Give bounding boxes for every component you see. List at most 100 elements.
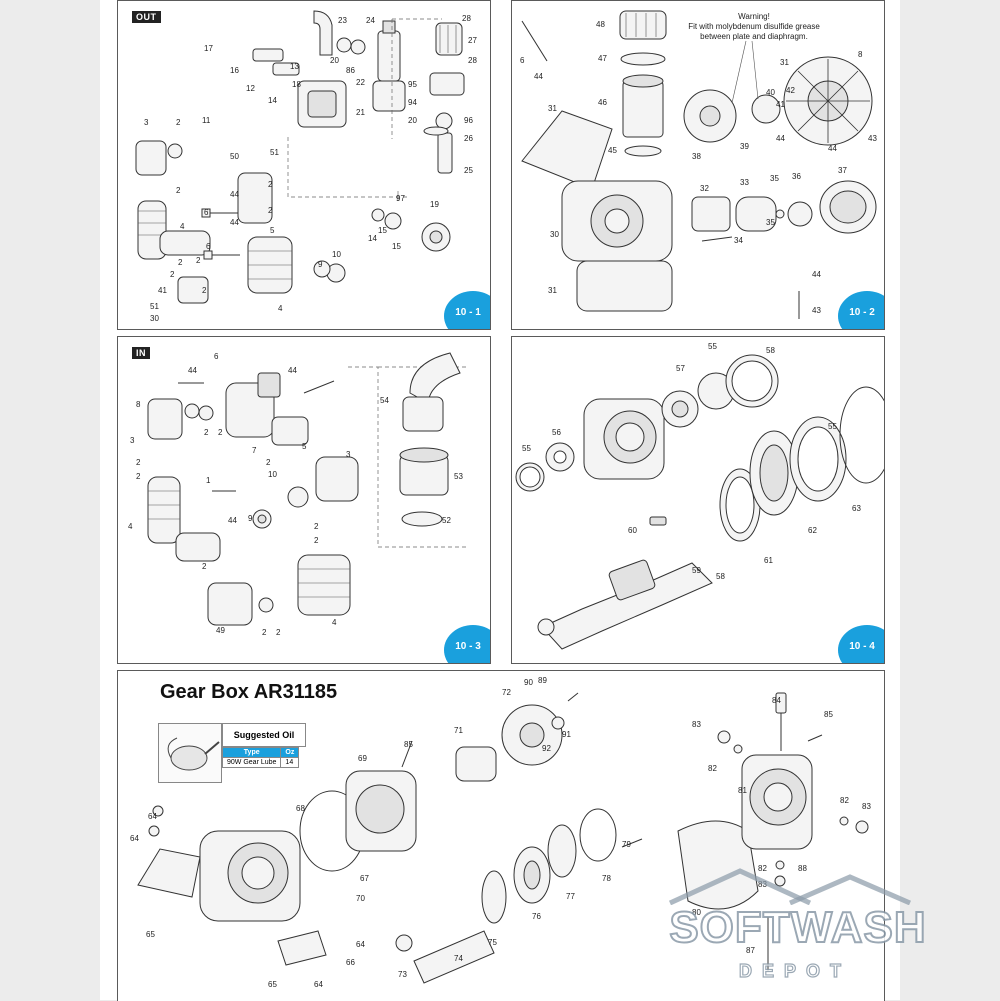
part-label: 96	[464, 116, 473, 125]
part-label: 75	[488, 938, 497, 947]
part-label: 43	[868, 134, 877, 143]
part-label: 51	[150, 302, 159, 311]
part-label: 74	[454, 954, 463, 963]
part-label: 90W Gear Lube	[221, 757, 282, 768]
part-label: 71	[454, 726, 463, 735]
part-label: 63	[852, 504, 861, 513]
part-label: 42	[786, 86, 795, 95]
part-label: 60	[628, 526, 637, 535]
part-label: 4	[180, 222, 185, 231]
part-label: 1	[206, 476, 211, 485]
part-label: 3	[346, 450, 351, 459]
part-label: 61	[764, 556, 773, 565]
part-label: 7	[252, 446, 257, 455]
part-label: 85	[404, 740, 413, 749]
part-label: 26	[464, 134, 473, 143]
part-label: 44	[288, 366, 297, 375]
part-label: 9	[248, 514, 253, 523]
part-label: 70	[356, 894, 365, 903]
part-label: 27	[468, 36, 477, 45]
part-label: 22	[356, 78, 365, 87]
part-label: 73	[398, 970, 407, 979]
softwash-depot-watermark: SOFTWASH DEPOT	[600, 865, 990, 995]
suggested-oil-header: Suggested Oil	[222, 723, 306, 747]
part-label: 82	[758, 864, 767, 873]
panel-tag-in: IN	[132, 347, 150, 359]
part-label: 4	[332, 618, 337, 627]
part-label: 87	[746, 946, 755, 955]
part-label: 51	[270, 148, 279, 157]
part-label: 69	[358, 754, 367, 763]
part-label: 48	[596, 20, 605, 29]
part-label: 15	[392, 242, 401, 251]
part-label: 30	[150, 314, 159, 323]
warning-line-2: between plate and diaphragm.	[700, 32, 808, 41]
part-label: 20	[330, 56, 339, 65]
part-label: 59	[692, 566, 701, 575]
part-label: 2	[176, 118, 181, 127]
part-label: 44	[776, 134, 785, 143]
part-label: 80	[692, 908, 701, 917]
part-label: 89	[538, 676, 547, 685]
part-label: 91	[562, 730, 571, 739]
part-label: 43	[812, 306, 821, 315]
part-label: 2	[314, 536, 319, 545]
part-label: 2	[204, 428, 209, 437]
part-label: 55	[522, 444, 531, 453]
gear-box-title: Gear Box AR31185	[160, 681, 338, 703]
part-label: 14	[368, 234, 377, 243]
part-label: 2	[218, 428, 223, 437]
part-label: 64	[356, 940, 365, 949]
part-label: 2	[268, 206, 273, 215]
part-label: 28	[468, 56, 477, 65]
part-label: 3	[144, 118, 149, 127]
part-label: 5	[302, 442, 307, 451]
part-label: 57	[676, 364, 685, 373]
part-label: 64	[130, 834, 139, 843]
part-label: 90	[524, 678, 533, 687]
part-label: 83	[862, 802, 871, 811]
pump-diaphragm-exploded-diagram: Warning! Fit with molybdenum disulfide g…	[520, 10, 877, 319]
part-label: 13	[290, 62, 299, 71]
part-label: 33	[740, 178, 749, 187]
part-label: 44	[534, 72, 543, 81]
part-label: 81	[738, 786, 747, 795]
part-label: 58	[716, 572, 725, 581]
warning-line-1: Fit with molybdenum disulfide grease	[688, 22, 820, 31]
part-label: 64	[148, 812, 157, 821]
part-label: 2	[266, 458, 271, 467]
part-label: 16	[230, 66, 239, 75]
part-label: 9	[318, 260, 323, 269]
part-label: 19	[430, 200, 439, 209]
part-label: 32	[700, 184, 709, 193]
panel-badge: 10 - 1	[444, 291, 490, 329]
part-label: 62	[808, 526, 817, 535]
part-label: 41	[776, 100, 785, 109]
part-label: 83	[758, 880, 767, 889]
oil-can-icon	[158, 723, 222, 783]
part-label: 95	[408, 80, 417, 89]
part-label: 8	[858, 50, 863, 59]
shaft-bearing-exploded-diagram: 55 58 57 56 55 60 59 58 61 62 63 55	[515, 342, 884, 650]
part-label: 82	[708, 764, 717, 773]
part-label: 49	[216, 626, 225, 635]
part-label: 84	[772, 696, 781, 705]
part-label: 40	[766, 88, 775, 97]
part-label: 85	[824, 710, 833, 719]
part-label: 5	[270, 226, 275, 235]
part-label: 39	[740, 142, 749, 151]
part-label: 44	[230, 190, 239, 199]
part-label: 17	[204, 44, 213, 53]
part-label: 12	[246, 84, 255, 93]
part-label: 45	[608, 146, 617, 155]
part-label: 4	[278, 304, 283, 313]
part-label: 10	[268, 470, 277, 479]
part-label: 2	[202, 562, 207, 571]
part-label: 53	[454, 472, 463, 481]
part-label: 54	[380, 396, 389, 405]
part-label: 6	[204, 208, 209, 217]
part-label: 11	[202, 116, 211, 125]
part-label: 35	[770, 174, 779, 183]
